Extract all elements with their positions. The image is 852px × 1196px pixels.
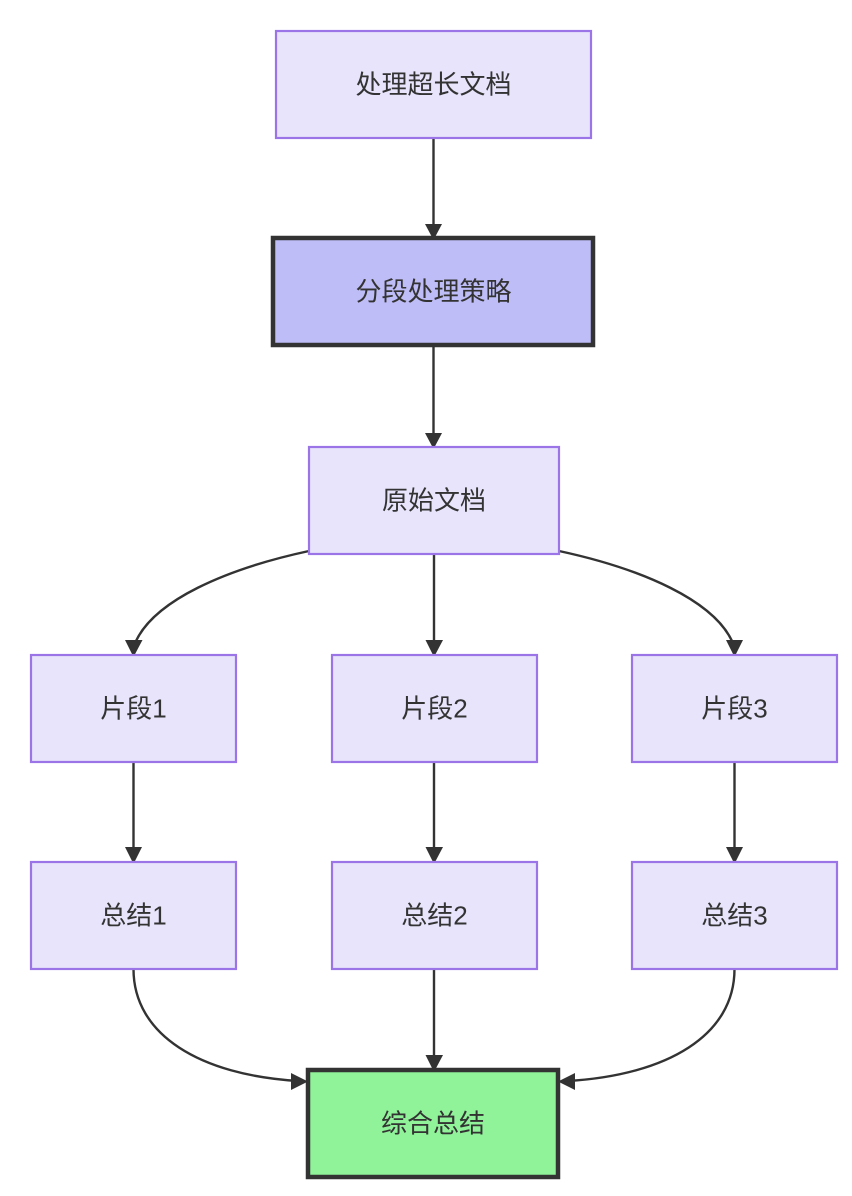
node-summary-2[interactable]: 总结2	[330, 860, 539, 971]
node-box[interactable]	[307, 445, 561, 556]
edge-n6-n9	[726, 762, 743, 864]
arrow-head-icon	[425, 224, 442, 240]
node-box[interactable]	[29, 860, 238, 971]
node-fragment-1[interactable]: 片段1	[29, 653, 238, 764]
node-fragment-2[interactable]: 片段2	[330, 653, 539, 764]
edge-n8-n10	[425, 969, 443, 1072]
node-layer: 处理超长文档 分段处理策略 原始文档 片段1 片段2 片段3	[29, 29, 839, 1180]
edge-n5-n8	[425, 762, 443, 864]
node-box[interactable]	[330, 653, 539, 764]
arrow-head-icon	[425, 640, 443, 657]
edge-n3-n5	[425, 554, 443, 657]
node-label: 总结3	[701, 900, 767, 930]
node-box[interactable]	[29, 653, 238, 764]
edge-line	[132, 968, 299, 1083]
node-chunking-strategy[interactable]: 分段处理策略	[270, 235, 596, 348]
edge-n4-n7	[125, 762, 142, 864]
node-label: 分段处理策略	[355, 276, 511, 306]
node-label: 片段2	[401, 693, 467, 723]
node-label: 总结1	[100, 900, 166, 930]
edge-n3-n4	[125, 549, 310, 657]
node-label: 原始文档	[382, 485, 486, 515]
node-fragment-3[interactable]: 片段3	[630, 653, 839, 764]
arrow-head-icon	[425, 1055, 443, 1072]
arrow-head-icon	[125, 640, 143, 657]
edge-layer	[125, 138, 743, 1090]
node-label: 总结2	[401, 900, 467, 930]
edge-n1-n2	[425, 138, 442, 240]
arrow-head-icon	[726, 847, 743, 864]
arrow-head-icon	[558, 1073, 575, 1090]
node-box[interactable]	[330, 860, 539, 971]
node-box[interactable]	[630, 860, 839, 971]
node-process-long-document[interactable]: 处理超长文档	[274, 29, 593, 140]
edge-n2-n3	[425, 345, 442, 449]
node-box[interactable]	[270, 235, 596, 348]
node-box[interactable]	[630, 653, 839, 764]
node-label: 片段1	[100, 693, 166, 723]
node-box[interactable]	[305, 1067, 561, 1180]
edge-line	[567, 968, 736, 1083]
arrow-head-icon	[425, 847, 443, 864]
arrow-head-icon	[291, 1073, 308, 1090]
node-summary-3[interactable]: 总结3	[630, 860, 839, 971]
node-label: 片段3	[701, 693, 767, 723]
edge-line	[558, 549, 736, 648]
node-summary-1[interactable]: 总结1	[29, 860, 238, 971]
edge-n3-n6	[558, 549, 743, 657]
node-comprehensive-summary[interactable]: 综合总结	[305, 1067, 561, 1180]
arrow-head-icon	[425, 433, 442, 449]
arrow-head-icon	[726, 640, 743, 657]
edge-n7-n10	[132, 968, 308, 1090]
edge-line	[132, 549, 310, 648]
edge-n9-n10	[558, 968, 736, 1090]
node-label: 综合总结	[381, 1108, 485, 1138]
node-box[interactable]	[274, 29, 593, 140]
node-label: 处理超长文档	[355, 69, 511, 99]
arrow-head-icon	[125, 847, 142, 864]
node-original-document[interactable]: 原始文档	[307, 445, 561, 556]
